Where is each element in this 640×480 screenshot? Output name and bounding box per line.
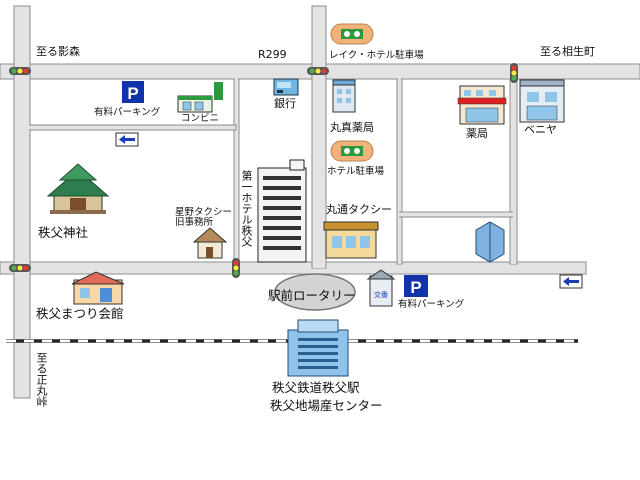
house-icon (192, 227, 228, 259)
label-lake-parking: レイク・ホテル駐車場 (329, 50, 424, 61)
road-west (13, 5, 31, 399)
label-east-dest: 至る相生町 (540, 45, 595, 58)
label-shrine: 秩父神社 (38, 225, 89, 240)
left-arrow-icon (559, 274, 583, 289)
label-benia: ベニヤ (524, 123, 557, 136)
svg-text:P: P (127, 84, 138, 103)
lane-under-konbini (29, 124, 237, 131)
label-convenience: コンビニ (181, 113, 220, 124)
svg-text:P: P (410, 278, 421, 297)
police-box-icon: 交番 (366, 269, 396, 307)
label-paid-parking-2: 有料パーキング (398, 299, 465, 310)
svg-text:交番: 交番 (374, 290, 388, 299)
label-west-dest: 至る影森 (36, 45, 80, 58)
traffic-light-icon (307, 67, 329, 75)
label-taxi-office: 星野タクシー 旧事務所 (175, 207, 233, 229)
lane-west-of-hotel (233, 78, 240, 266)
label-south-dest: 至る正丸峠 (35, 352, 48, 407)
parking-icon: P (404, 275, 428, 297)
shrine-icon (46, 163, 110, 214)
taxi-office-icon (323, 221, 379, 259)
pill-icon (330, 140, 374, 162)
store-icon (519, 79, 565, 123)
label-paid-parking-1: 有料パーキング (94, 107, 161, 118)
left-arrow-icon (115, 132, 139, 147)
label-route: R299 (258, 48, 287, 61)
traffic-light-icon (9, 264, 31, 272)
label-hotel: 第一ホテル秩父 (240, 170, 253, 247)
label-local-center: 秩父地場産センター (270, 398, 383, 413)
lane-east-h (399, 211, 513, 218)
road-lower-main (0, 261, 587, 275)
label-station: 秩父鉄道秩父駅 (272, 380, 360, 395)
label-marutsu-taxi: 丸通タクシー (326, 203, 392, 216)
label-pharmacy: 薬局 (466, 127, 488, 140)
traffic-light-icon (9, 67, 31, 75)
traffic-light-icon (232, 258, 240, 278)
matsuri-hall-icon (71, 271, 125, 305)
label-matsuri-hall: 秩父まつり会館 (36, 306, 124, 321)
traffic-light-icon (510, 63, 518, 83)
lane-east-1 (396, 78, 403, 265)
bank-icon (273, 78, 299, 96)
pharmacy-building-icon (332, 79, 356, 113)
label-rotary: 駅前ロータリー (268, 288, 356, 303)
shop-icon (457, 85, 507, 125)
parking-icon: P (122, 81, 144, 103)
office-building-icon (475, 221, 505, 263)
hotel-tower-icon (257, 159, 307, 263)
konbini-icon (177, 82, 223, 113)
label-pharmacy-maruma: 丸真薬局 (330, 121, 374, 134)
label-bank: 銀行 (274, 97, 296, 110)
lane-east-2 (509, 78, 518, 265)
station-icon (287, 319, 349, 377)
label-hotel-parking: ホテル駐車場 (327, 166, 385, 177)
pill-icon (330, 23, 374, 45)
station-rotary (274, 273, 356, 311)
